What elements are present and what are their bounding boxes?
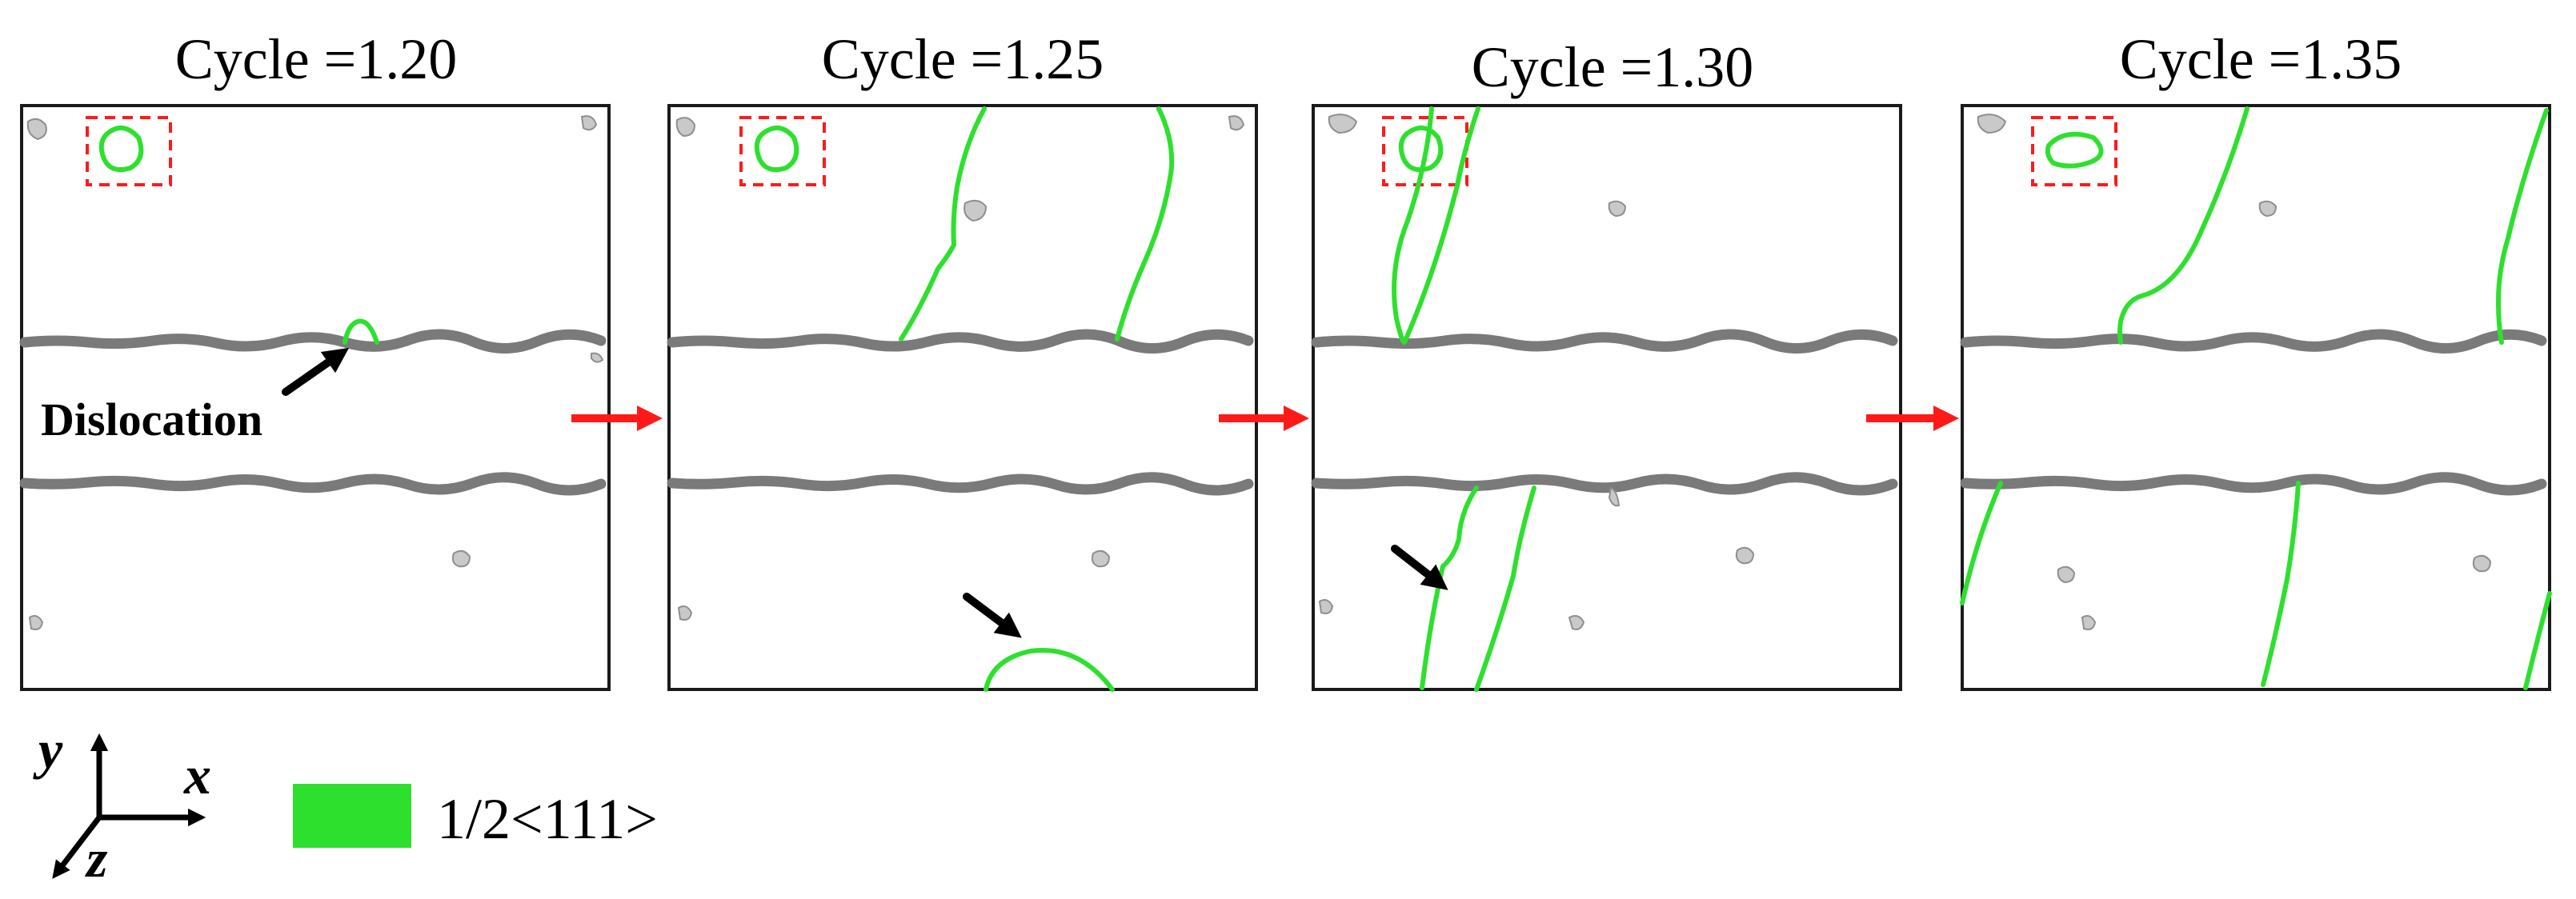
panel-title-1: Cycle =1.20 xyxy=(175,27,458,91)
defect-cluster xyxy=(2258,200,2278,218)
dislocation-line-lower xyxy=(1474,485,1536,692)
dislocation-loop-lower xyxy=(984,648,1115,692)
defect-cluster xyxy=(2472,554,2492,573)
defect-cluster xyxy=(1568,615,1585,630)
dislocation-loop xyxy=(98,126,144,173)
highlight-box xyxy=(1382,116,1468,186)
annotation-arrow xyxy=(282,347,350,396)
panel-4 xyxy=(1960,104,2552,691)
defect-cluster xyxy=(1608,200,1627,218)
simulation-box xyxy=(667,104,1258,691)
dislocation-line xyxy=(899,106,987,342)
highlight-box xyxy=(739,116,826,186)
legend-swatch xyxy=(293,784,411,848)
dislocation-segment xyxy=(343,318,379,345)
defect-cluster xyxy=(26,118,47,141)
defect-cluster xyxy=(675,117,696,138)
interface-plane-lower xyxy=(667,472,1254,496)
dislocation-label: Dislocation xyxy=(41,394,262,446)
defect-cluster xyxy=(963,199,988,222)
defect-cluster xyxy=(677,605,693,621)
z-axis-label: z xyxy=(85,828,108,889)
dislocation-line-lower xyxy=(1960,481,2003,605)
dislocation-loop xyxy=(2045,131,2104,169)
interface-plane-lower xyxy=(1311,472,1898,496)
interface-plane-upper xyxy=(1960,329,2547,354)
defect-cluster xyxy=(1608,486,1621,507)
panel-title-2: Cycle =1.25 xyxy=(822,27,1104,91)
defect-cluster xyxy=(451,549,471,568)
defect-cluster xyxy=(1091,549,1111,568)
defect-cluster xyxy=(1318,599,1334,614)
dislocation-line xyxy=(2117,106,2249,345)
defect-cluster xyxy=(580,115,598,131)
simulation-box xyxy=(1961,104,2551,691)
simulation-box xyxy=(1312,104,1902,691)
dislocation-line xyxy=(2496,108,2549,345)
y-axis-label: y xyxy=(33,719,63,780)
defect-cluster xyxy=(2081,615,2097,630)
dislocation-line xyxy=(1392,106,1434,343)
panel-2 xyxy=(667,104,1258,692)
defect-cluster xyxy=(591,352,604,363)
panel-1: Dislocation xyxy=(19,104,611,691)
dislocation-line-lower xyxy=(1420,485,1479,690)
dislocation-line xyxy=(1402,106,1480,345)
legend-label: 1/2<111> xyxy=(437,787,658,851)
z-axis-arrow xyxy=(52,815,102,879)
interface-plane-upper xyxy=(667,329,1254,354)
panel-title-3: Cycle =1.30 xyxy=(1472,35,1754,99)
dislocation-line-lower xyxy=(2523,591,2552,690)
interface-plane-lower xyxy=(1960,472,2547,496)
defect-cluster xyxy=(1977,114,2007,134)
highlight-box xyxy=(2031,116,2117,186)
defect-cluster xyxy=(1228,115,1245,131)
defect-cluster xyxy=(1735,546,1755,565)
annotation-arrow xyxy=(963,593,1022,638)
highlight-box xyxy=(86,116,172,186)
interface-plane-lower xyxy=(19,472,607,496)
coordinate-axes: y x z xyxy=(33,719,211,889)
dislocation-line xyxy=(1115,106,1175,342)
x-axis-label: x xyxy=(183,745,211,805)
interface-plane-upper xyxy=(1311,329,1898,354)
dislocation-line-lower xyxy=(2261,481,2301,687)
panel-title-4: Cycle =1.35 xyxy=(2120,27,2402,91)
defect-cluster xyxy=(1328,114,1358,134)
interface-plane-upper xyxy=(19,329,607,354)
annotation-arrow xyxy=(1391,545,1448,590)
defect-cluster xyxy=(2057,565,2076,584)
panel-3 xyxy=(1311,104,1902,692)
legend: 1/2<111> xyxy=(293,784,658,851)
simulation-box xyxy=(20,104,611,691)
defect-cluster xyxy=(28,615,44,630)
dislocation-loop xyxy=(754,126,799,173)
